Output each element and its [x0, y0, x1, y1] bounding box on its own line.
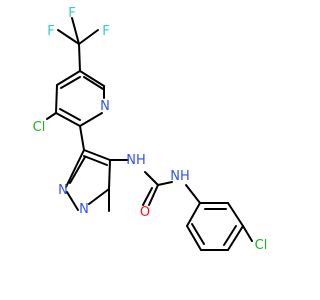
atom-label-layer: F F F Cl N NH NH N N O Cl: [33, 6, 268, 253]
urea-nh-label: NH: [170, 169, 190, 184]
bond: [60, 76, 81, 89]
bond: [56, 70, 81, 86]
fluorine-atom-label: F: [102, 24, 109, 39]
bond: [242, 225, 253, 242]
bond: [79, 112, 103, 127]
bond: [186, 202, 201, 227]
bond: [227, 202, 244, 227]
bond: [83, 76, 104, 90]
pyrazole-nitrogen-label: N: [58, 183, 68, 198]
bond: [65, 149, 85, 188]
bond: [46, 112, 57, 120]
bond: [108, 159, 111, 190]
pyrazole-nitrogen-label: N: [79, 202, 89, 217]
bond: [223, 225, 237, 246]
pyridine-chlorine-label: Cl: [33, 120, 46, 135]
bond: [78, 29, 99, 45]
bond: [88, 188, 110, 205]
bond: [55, 84, 58, 114]
bond: [148, 184, 159, 206]
bond: [78, 43, 81, 72]
bond: [191, 223, 205, 245]
bond: [66, 191, 79, 211]
bond: [144, 171, 159, 186]
bond: [186, 225, 202, 251]
urea-nh-label: NH: [126, 153, 146, 168]
molecule-structure-diagram: F F F Cl N NH NH N N O Cl: [33, 6, 268, 253]
bond: [83, 149, 111, 161]
phenyl-chlorine-label: Cl: [255, 238, 268, 253]
bond-layer: [46, 17, 253, 251]
pyridine-nitrogen-label: N: [100, 99, 110, 114]
bond: [79, 70, 105, 87]
carbonyl-oxygen-label: O: [140, 205, 150, 220]
bond: [69, 156, 86, 184]
bond: [57, 29, 80, 45]
fluorine-atom-label: F: [68, 6, 75, 21]
bond: [142, 187, 153, 206]
bond: [227, 225, 244, 251]
bond: [59, 108, 81, 121]
bond: [185, 184, 201, 204]
bond: [83, 155, 108, 166]
fluorine-atom-label: F: [47, 24, 54, 39]
bond: [71, 17, 80, 45]
bond: [55, 112, 81, 127]
bond: [157, 181, 173, 186]
bond: [79, 125, 85, 151]
